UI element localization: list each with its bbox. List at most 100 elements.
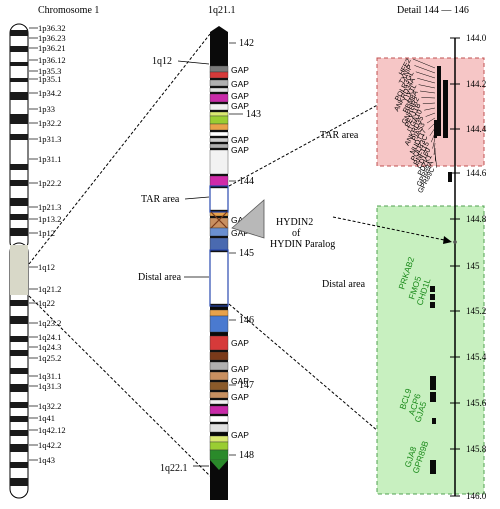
chromosome-dark-band [10, 336, 28, 342]
chromosome-band-label: 1p34.2 [38, 88, 61, 98]
region-band [210, 138, 228, 142]
region-tick-label: 142 [239, 38, 254, 49]
chromosome-band-label: 1q23.2 [38, 318, 61, 328]
gap-label: GAP [231, 91, 249, 101]
gap-label: GAP [231, 79, 249, 89]
region-band [210, 112, 228, 116]
chromosome-dark-band [10, 92, 28, 100]
distal-area-label: Distal area [138, 272, 182, 283]
chromosome-band-label: 1p36.12 [38, 55, 66, 65]
chromosome-dark-band [10, 228, 28, 236]
chromosome-dark-band [10, 444, 28, 452]
gap-label: GAP [231, 101, 249, 111]
detail-tick-label: 144.0 [466, 33, 487, 43]
region-band [210, 400, 228, 404]
gap-label: GAP [231, 65, 249, 75]
region-band [210, 424, 228, 432]
region-bottom-label: 1q22.1 [160, 463, 188, 474]
region-band [210, 144, 228, 148]
chromosome-ideogram [10, 24, 28, 498]
tar-area-pointer [185, 197, 209, 199]
chromosome-band-label: 1q41 [38, 413, 55, 423]
chromosome-band-label: 1p33 [38, 104, 55, 114]
region-tick-label: 145 [239, 248, 254, 259]
gap-label: GAP [231, 430, 249, 440]
chromosome-band-label: 1q25.2 [38, 353, 61, 363]
chromosome-band-label: 1q43 [38, 455, 55, 465]
region-band [210, 252, 228, 304]
region-band [210, 372, 228, 380]
chromosome-band-label: 1p36.23 [38, 33, 66, 43]
detail-tick-label: 144.6 [466, 168, 487, 178]
hydin-marker [453, 240, 457, 244]
chromosome-band-label: 1p35.1 [38, 74, 61, 84]
chromosome-dark-band [10, 114, 28, 124]
region-band [210, 406, 228, 414]
chromosome-dark-band [10, 402, 28, 408]
chromosome-title: Chromosome 1 [38, 5, 99, 16]
detail-tick-label: 145.2 [466, 306, 486, 316]
region-band [210, 450, 228, 460]
region-top-label: 1q12 [152, 56, 172, 67]
chromosome-dark-band [10, 164, 28, 170]
chromosome-dark-band [10, 180, 28, 186]
gene-block [437, 66, 441, 136]
chromosome-band-label: 1p13.2 [38, 214, 61, 224]
hydin-label-3: HYDIN Paralog [270, 239, 335, 250]
region-tick-label: 146 [239, 315, 254, 326]
region-band [210, 176, 228, 186]
region-band [210, 382, 228, 390]
region-band [210, 352, 228, 360]
region-tick-label: 148 [239, 450, 254, 461]
detail-tick-label: 144.2 [466, 79, 486, 89]
chromosome-dark-band [10, 300, 28, 306]
region-band [210, 188, 228, 210]
region-band [210, 88, 228, 92]
gap-label: GAP [231, 135, 249, 145]
chromosome-dark-band [10, 430, 28, 436]
detail-tick-label: 145.4 [466, 352, 487, 362]
chromosome-band-label: 1p12 [38, 228, 55, 238]
region-band [210, 442, 228, 450]
region-top-pointer [178, 61, 209, 64]
gene-block [430, 302, 435, 308]
detail-distal-label: Distal area [322, 279, 366, 290]
gene-block [430, 294, 435, 300]
chromosome-dark-band [10, 316, 28, 324]
region-band [210, 316, 228, 332]
chromosome-dark-band [10, 134, 28, 140]
chromosome-band-label: 1p32.2 [38, 118, 61, 128]
gene-block [434, 120, 437, 138]
chromosome-dark-band [10, 30, 28, 36]
region-band [210, 150, 228, 174]
region-band [210, 310, 228, 316]
chromosome-dark-band [10, 214, 28, 220]
heterochromatin-band [10, 245, 28, 295]
chromosome-dark-band [10, 462, 28, 468]
region-band [210, 336, 228, 350]
chromosome-band-label: 1p36.32 [38, 23, 66, 33]
region-band [210, 392, 228, 398]
chromosome-dark-band [10, 350, 28, 356]
chromosome-band-label: 1p22.2 [38, 178, 61, 188]
detail-tick-label: 144.8 [466, 214, 487, 224]
gene-block [448, 172, 452, 182]
gene-block [430, 460, 436, 474]
chromosome-dark-band [10, 384, 28, 392]
region-band [210, 72, 228, 78]
region-band [210, 94, 228, 102]
region-band [210, 416, 228, 422]
chromosome-band-label: 1q24.1 [38, 332, 61, 342]
chromosome-dark-band [10, 198, 28, 206]
chromosome-dark-band [10, 46, 28, 52]
chromosome-band-label: 1p31.1 [38, 154, 61, 164]
hydin-label-2: of [292, 228, 301, 239]
gap-label: GAP [231, 364, 249, 374]
chromosome-band-label: 1q31.3 [38, 381, 61, 391]
hydin-label-1: HYDIN2 [276, 217, 313, 228]
gene-block [430, 376, 436, 390]
region-band [210, 436, 228, 442]
chromosome-band-label: 1p21.3 [38, 202, 61, 212]
